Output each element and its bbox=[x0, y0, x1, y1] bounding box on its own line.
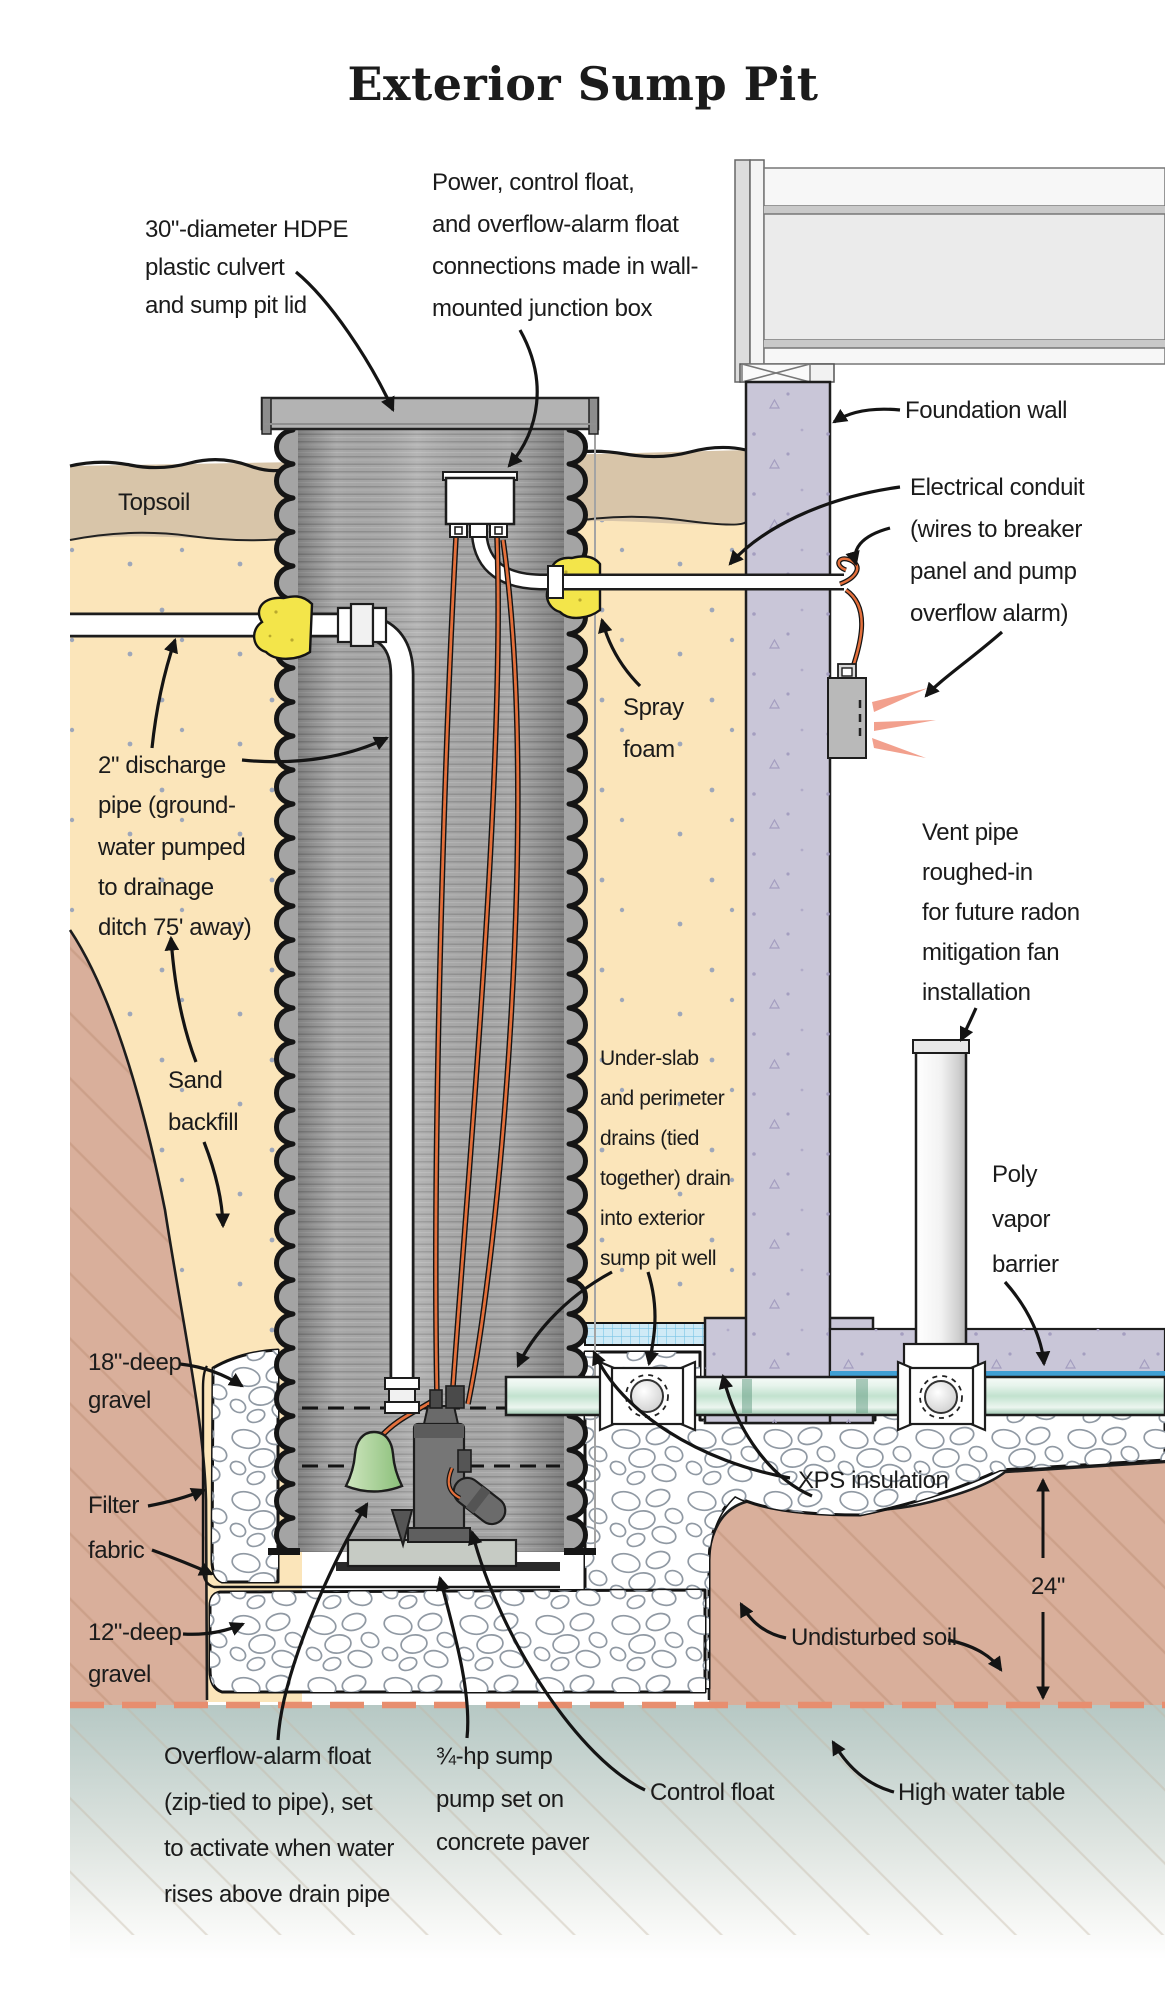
arrow-foundation-wall bbox=[832, 407, 901, 424]
check-ball-fitting-2 bbox=[896, 1342, 987, 1432]
wall-stud bbox=[749, 159, 765, 383]
undisturbed-boundary-left bbox=[68, 929, 209, 1701]
floor-line-2 bbox=[764, 340, 1165, 348]
label-discharge: 2" discharge pipe (ground- water pumped … bbox=[97, 752, 252, 941]
overflow-alarm-box bbox=[827, 663, 936, 759]
label-electrical: Electrical conduit (wires to breaker pan… bbox=[910, 474, 1091, 627]
pipe-union-lower bbox=[384, 1377, 420, 1414]
arrow-gravel18 bbox=[179, 1362, 244, 1388]
ground-surface-left bbox=[69, 458, 301, 473]
groundwater bbox=[70, 1701, 1165, 1960]
drain-pipe-outlet bbox=[504, 1375, 610, 1417]
label-junction: Power, control float, and overflow-alarm… bbox=[432, 169, 704, 322]
label-gravel12: 12"-deep gravel bbox=[88, 1619, 188, 1688]
arrow-spray-foam bbox=[598, 617, 642, 688]
junction-box bbox=[442, 471, 518, 538]
arrow-alarm bbox=[924, 630, 1004, 698]
arrow-discharge-2 bbox=[241, 736, 389, 764]
arrow-poly-barrier bbox=[1003, 1280, 1051, 1367]
arrow-filter-2 bbox=[151, 1548, 215, 1576]
conduit-coupling bbox=[547, 565, 564, 599]
wire-control-float bbox=[466, 539, 520, 1405]
floor-line bbox=[764, 206, 1165, 214]
label-control-float: Control float bbox=[650, 1779, 775, 1806]
label-vent: Vent pipe roughed-in for future radon mi… bbox=[922, 819, 1086, 1006]
control-float-cord bbox=[447, 1467, 461, 1499]
rim-joist-x bbox=[741, 363, 811, 383]
label-culvert: 30"-diameter HDPE plastic culvert and su… bbox=[145, 216, 354, 319]
check-ball-2 bbox=[924, 1380, 958, 1414]
arrow-undisturbed-right bbox=[947, 1638, 1003, 1672]
overflow-alarm-float bbox=[344, 1430, 404, 1493]
arrow-undisturbed-left bbox=[739, 1602, 787, 1640]
arrow-underslab-outlet bbox=[516, 1270, 613, 1369]
text-labels: Exterior Sump Pit 30"-diameter HDPE plas… bbox=[88, 57, 1091, 1908]
topsoil-layer-left bbox=[70, 462, 300, 540]
arrow-underslab-ball bbox=[644, 1271, 659, 1367]
label-undisturbed: Undisturbed soil bbox=[791, 1624, 957, 1651]
arrow-discharge-1 bbox=[150, 637, 178, 749]
label-underslab: Under-slab and perimeter drains (tied to… bbox=[600, 1047, 736, 1270]
label-dim24: 24" bbox=[1031, 1573, 1065, 1600]
subfloor-band bbox=[763, 347, 1165, 365]
arrow-gravel12 bbox=[182, 1622, 246, 1636]
arrow-sand-up bbox=[164, 935, 198, 1063]
arrow-conduit-long bbox=[728, 485, 901, 566]
drain-pipe-right bbox=[983, 1375, 1165, 1417]
spray-foam-left bbox=[253, 595, 314, 660]
sump-pump bbox=[407, 1385, 472, 1543]
topsoil-layer-right bbox=[558, 450, 746, 525]
concrete-structure bbox=[703, 380, 1165, 1425]
arrow-filter-1 bbox=[147, 1488, 207, 1508]
concrete-paver bbox=[346, 1538, 518, 1568]
label-spray-foam: Spray foam bbox=[623, 694, 690, 763]
page-title: Exterior Sump Pit bbox=[348, 57, 819, 111]
topsoil-sand-boundary-left bbox=[69, 531, 301, 542]
label-gravel18: 18"-deep gravel bbox=[88, 1349, 188, 1414]
arrow-conduit-short bbox=[845, 526, 891, 567]
house-framing bbox=[734, 159, 1165, 383]
pipe-union-upper bbox=[336, 602, 388, 648]
label-xps: XPS insulation bbox=[798, 1467, 949, 1494]
label-overflow: Overflow-alarm float (zip-tied to pipe),… bbox=[164, 1743, 400, 1908]
discharge-pipe bbox=[70, 602, 415, 1380]
electrical-system bbox=[375, 471, 936, 1442]
label-pump: ¾-hp sump pump set on concrete paver bbox=[436, 1743, 590, 1856]
label-poly: Poly vapor barrier bbox=[992, 1161, 1059, 1278]
pump-assembly bbox=[336, 1377, 560, 1571]
arrow-control-float bbox=[468, 1529, 646, 1792]
label-topsoil: Topsoil bbox=[118, 489, 190, 516]
arrow-vent-pipe bbox=[959, 1007, 978, 1042]
wire-overflow-float bbox=[434, 536, 458, 1399]
label-foundation-wall: Foundation wall bbox=[905, 397, 1067, 424]
check-ball-fitting-1 bbox=[598, 1360, 697, 1432]
check-ball bbox=[630, 1379, 664, 1413]
label-high-water: High water table bbox=[898, 1779, 1065, 1806]
arrow-xps-left bbox=[592, 1349, 791, 1480]
arrow-pump bbox=[435, 1575, 470, 1739]
wire-pump-power bbox=[450, 536, 500, 1401]
wall-sheathing bbox=[734, 159, 751, 383]
label-filter: Filter fabric bbox=[88, 1492, 145, 1564]
sound-waves-icon bbox=[872, 688, 936, 758]
arrow-junction-box bbox=[507, 329, 539, 468]
control-float bbox=[452, 1476, 507, 1526]
arrow-overflow-float bbox=[276, 1502, 369, 1741]
vent-pipe bbox=[912, 1039, 970, 1354]
label-sand-backfill: Sand backfill bbox=[168, 1067, 238, 1136]
arrow-culvert-label bbox=[294, 270, 395, 413]
drain-pipe-mid bbox=[693, 1375, 907, 1417]
floor-joist-band bbox=[763, 213, 1165, 341]
arrow-sand-down bbox=[202, 1141, 231, 1229]
poly-vapor-barrier-line bbox=[830, 1371, 1165, 1377]
leader-arrows bbox=[147, 270, 1051, 1794]
arrow-xps-right bbox=[718, 1373, 813, 1498]
floor-band-top bbox=[763, 167, 1165, 207]
arrow-high-water bbox=[831, 1740, 895, 1794]
